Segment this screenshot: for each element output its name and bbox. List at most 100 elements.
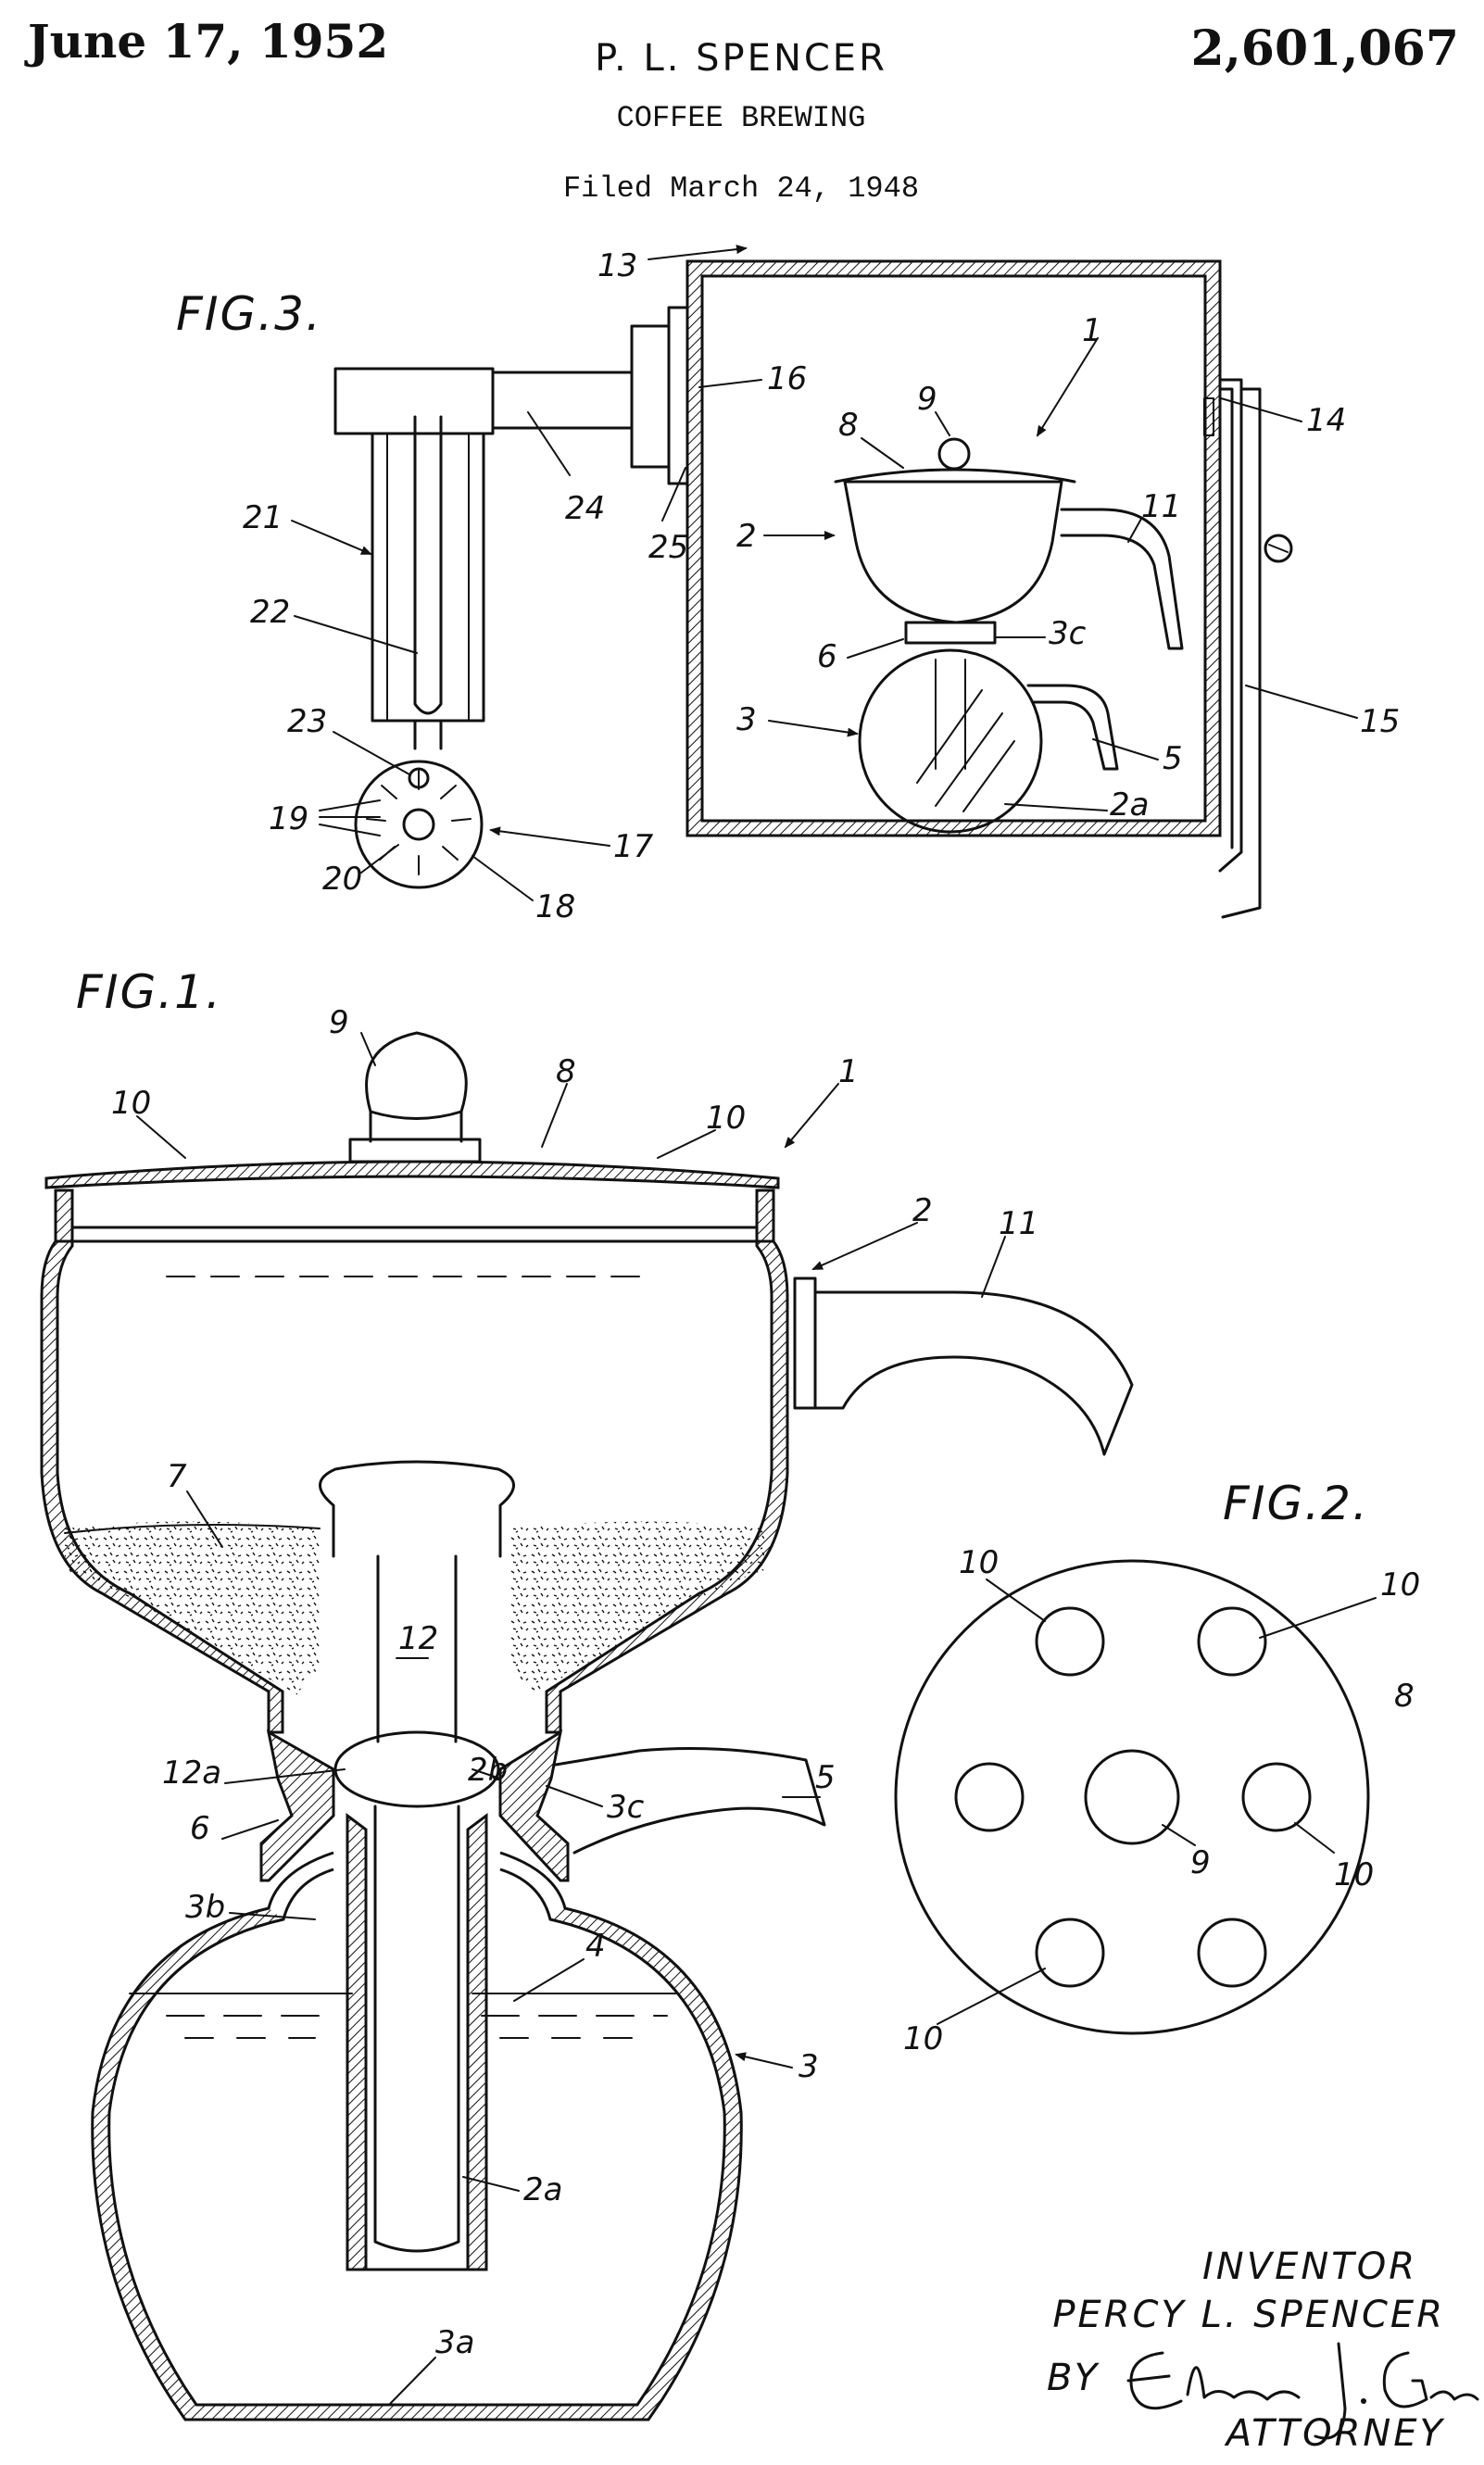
- ref-numeral: 14: [1306, 402, 1346, 439]
- ref-numeral: 11: [1141, 488, 1181, 525]
- coffee-grounds-7-left: [65, 1521, 320, 1695]
- ref-numeral: 10: [1380, 1566, 1420, 1604]
- tube-2a-inner: [373, 1805, 460, 2253]
- water-4: [129, 1993, 677, 2039]
- patent-date: June 17, 1952: [24, 14, 388, 69]
- tube-2a-walls: [346, 1813, 488, 2271]
- small-lower-bowl-3: [858, 648, 1043, 834]
- figure-1: FIG.1. 12: [40, 965, 1134, 2421]
- disc-hole-10: [1197, 1918, 1267, 1988]
- upper-bowl-left-wall: [40, 1188, 284, 1734]
- knob-9: [365, 1031, 468, 1143]
- ref-numeral: 22: [250, 594, 290, 631]
- ref-numeral: 8: [838, 407, 859, 444]
- ref-numeral: 3a: [435, 2324, 474, 2361]
- small-collar-6: [904, 621, 997, 645]
- ref-numeral: 2b: [468, 1752, 508, 1789]
- ref-numeral: 12: [398, 1620, 438, 1657]
- ref-numeral: 23: [287, 703, 327, 740]
- patent-number: 2,601,067: [1191, 20, 1459, 77]
- ref-numeral: 9: [917, 381, 937, 418]
- ref-numeral: 24: [565, 490, 605, 527]
- door-knob: [1264, 534, 1293, 563]
- ref-numeral: 10: [959, 1544, 999, 1581]
- ref-numeral: 10: [903, 2020, 943, 2057]
- knob-base: [348, 1138, 482, 1163]
- ref-numeral: 21: [243, 499, 283, 536]
- motor-25: [630, 324, 671, 469]
- lid-8: [44, 1160, 780, 1189]
- ref-numeral: 17: [613, 828, 654, 865]
- ref-numeral: 6: [190, 1810, 210, 1847]
- figure-3: FIG.3.: [176, 245, 1400, 925]
- ref-numeral: 18: [535, 888, 575, 925]
- door-latch-14: [1203, 397, 1214, 436]
- ref-numeral: 20: [322, 861, 362, 898]
- ref-numeral: 10: [111, 1085, 151, 1122]
- inventor-caption: INVENTOR: [1202, 2245, 1417, 2288]
- patent-inventor-name: P. L. SPENCER: [595, 37, 887, 80]
- ref-numeral: 3c: [1049, 615, 1087, 652]
- fan-wheel-17: [354, 760, 484, 889]
- upper-bowl-right-wall: [545, 1188, 789, 1734]
- small-handle-11: [1060, 508, 1184, 650]
- ref-numeral: 12a: [162, 1754, 221, 1792]
- stopper-2b: [333, 1730, 500, 1808]
- figure-2-label: FIG.2.: [1223, 1477, 1369, 1530]
- figure-2: FIG.2. 10 10 8 9 10 10: [894, 1477, 1420, 2057]
- signature-block: INVENTOR PERCY L. SPENCER BY ATTORNEY: [1047, 2245, 1479, 2455]
- figure-3-label: FIG.3.: [176, 287, 322, 341]
- rod-22: [413, 415, 443, 715]
- ref-numeral: 13: [597, 247, 637, 284]
- ref-numeral: 3: [736, 701, 757, 738]
- spout-collar: [793, 1277, 817, 1410]
- housing-door: [1218, 378, 1243, 873]
- ref-numeral: 19: [269, 800, 308, 837]
- plunger-head: [319, 1460, 515, 1558]
- ref-numeral: 5: [815, 1759, 836, 1796]
- door-panel-15: [1221, 387, 1262, 919]
- collar-6-right: [498, 1729, 570, 1882]
- patent-title: COFFEE BREWING: [617, 101, 866, 135]
- ref-numeral: 15: [1360, 703, 1400, 740]
- handle-5: [554, 1747, 826, 1855]
- spout-handle-11: [813, 1290, 1134, 1456]
- lower-bowl-3-outer: [91, 1851, 743, 2421]
- ref-numeral: 9: [1190, 1844, 1211, 1881]
- ref-numeral: 8: [1394, 1678, 1415, 1715]
- plunger-stem-12: [376, 1554, 458, 1743]
- ref-numeral: 2a: [523, 2171, 562, 2208]
- ref-numeral: 11: [999, 1205, 1038, 1242]
- ref-numeral: 3: [799, 2048, 819, 2085]
- figure-1-label: FIG.1.: [76, 965, 222, 1019]
- ref-numeral: 4: [585, 1928, 606, 1965]
- disc-center-hole-9: [1084, 1749, 1180, 1845]
- disc-hole-10: [1197, 1606, 1267, 1677]
- coffee-grounds-7-right: [509, 1521, 764, 1695]
- small-brewer-1: [834, 437, 1184, 834]
- collar-6-left: [259, 1729, 335, 1882]
- attorney-caption: ATTORNEY: [1224, 2412, 1446, 2455]
- small-knob-9: [937, 437, 971, 471]
- fan-blades-19: [366, 770, 472, 875]
- disc-hole-10: [1035, 1918, 1105, 1988]
- ref-numeral: 10: [1334, 1856, 1374, 1893]
- motor-flange: [667, 306, 689, 485]
- ref-numeral: 2a: [1110, 786, 1149, 824]
- inventor-full-name: PERCY L. SPENCER: [1052, 2294, 1445, 2336]
- ref-numeral: 8: [556, 1053, 576, 1090]
- disc-hole-10: [1241, 1762, 1312, 1832]
- ref-numeral: 1: [1082, 312, 1102, 349]
- attorney-signature-handwritten: [1126, 2342, 1479, 2440]
- disc-hole-10: [954, 1762, 1025, 1832]
- ref-numeral: 1: [838, 1053, 859, 1090]
- tube-21: [371, 432, 485, 723]
- ref-numeral: 5: [1163, 740, 1183, 777]
- ref-numeral: 9: [329, 1004, 349, 1041]
- ref-numeral: 3b: [185, 1889, 225, 1926]
- shaft-24: [491, 371, 634, 430]
- disc-8: [894, 1559, 1370, 2035]
- ref-numeral: 25: [648, 529, 688, 566]
- housing-interior: [700, 274, 1207, 823]
